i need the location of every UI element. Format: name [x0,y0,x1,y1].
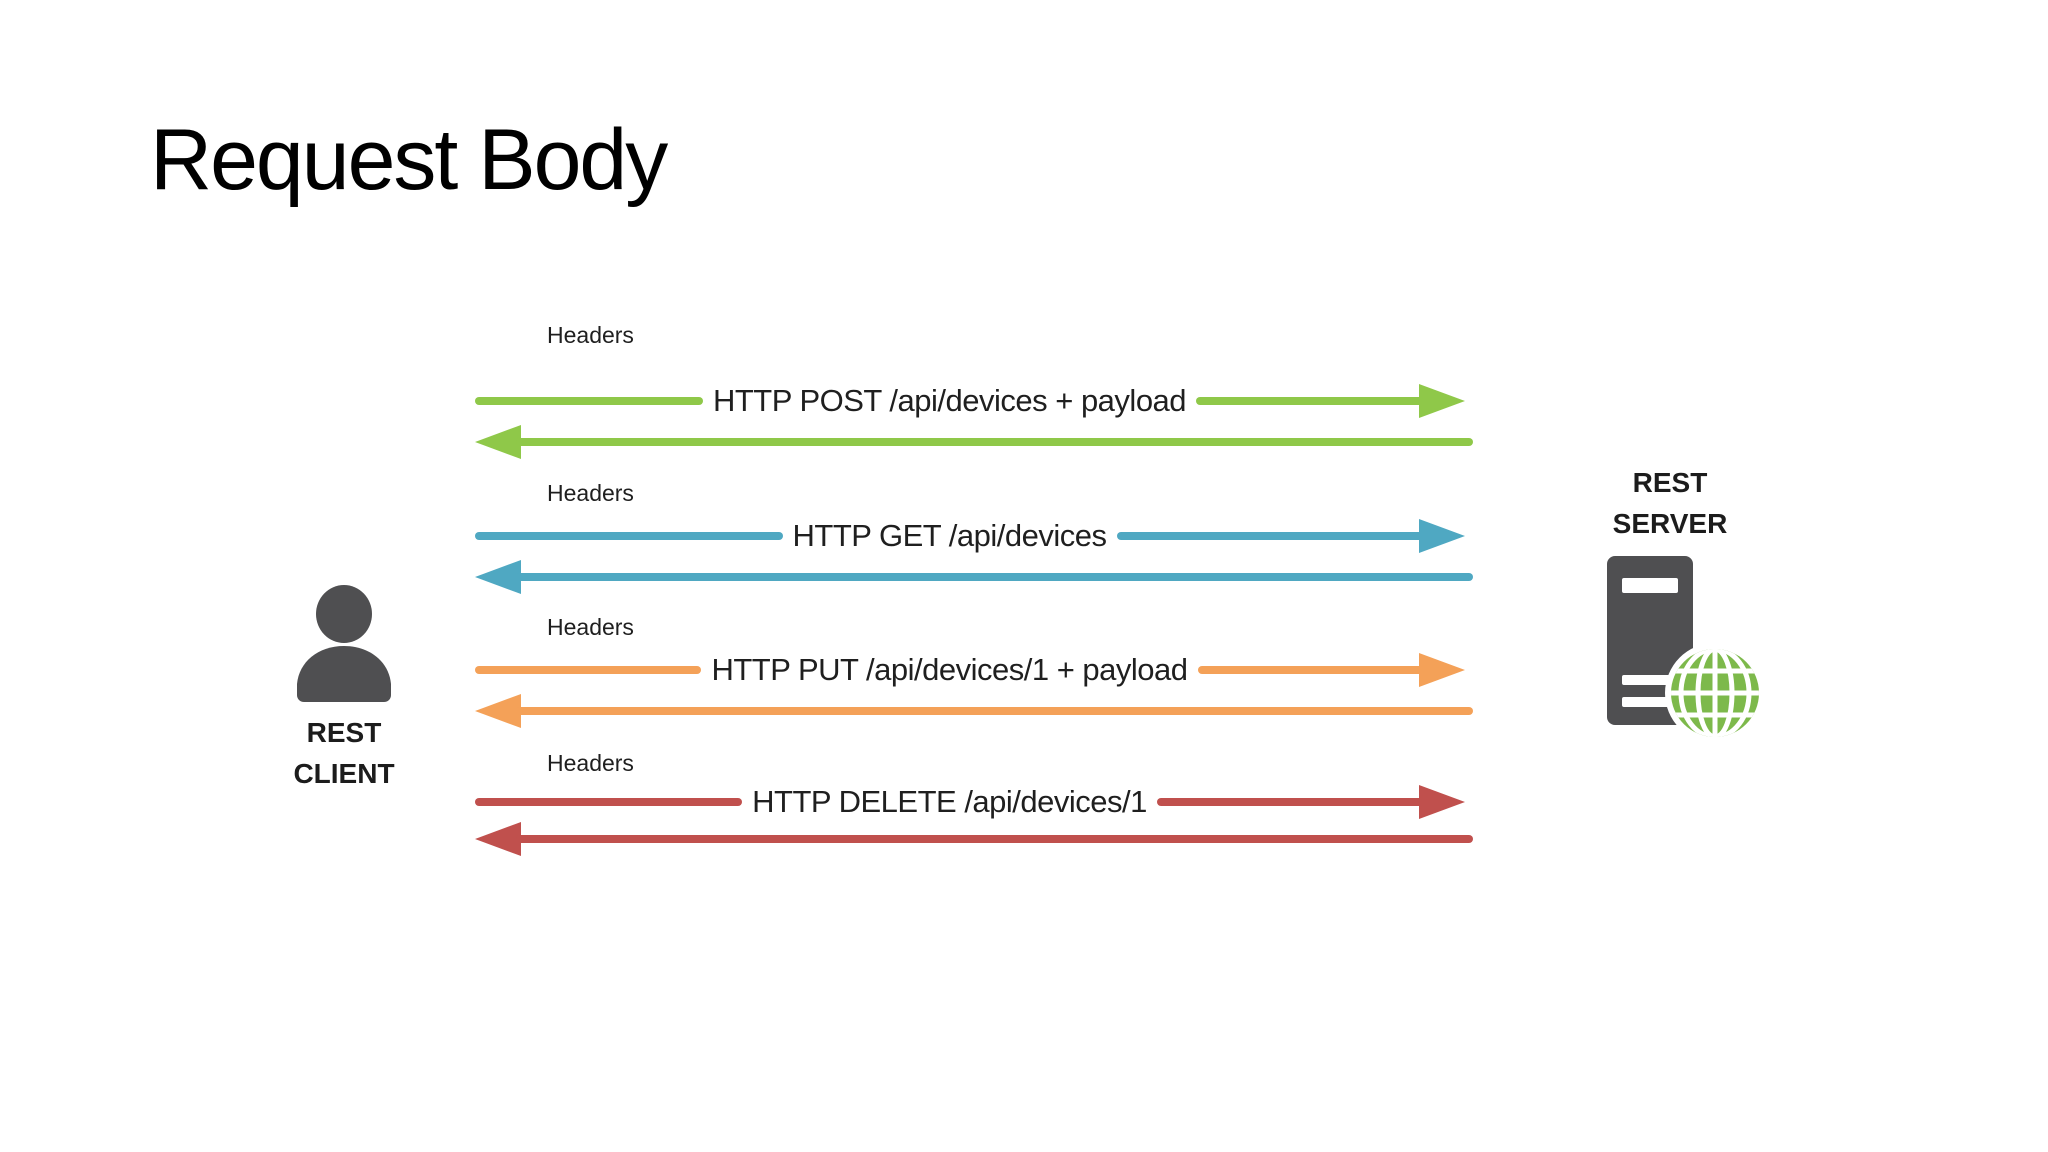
exchange-post: Headers HTTP POST /api/devices + payload [475,320,1473,460]
arrow-line [475,798,743,806]
exchange-delete: Headers HTTP DELETE /api/devices/1 [475,748,1473,857]
arrowhead-left-icon [475,560,521,594]
exchange-get: Headers HTTP GET /api/devices [475,478,1473,595]
response-arrow [475,821,1473,857]
headers-label: Headers [547,614,634,640]
request-text: HTTP DELETE /api/devices/1 [752,784,1147,819]
arrow-line [1156,798,1425,806]
arrow-line [516,835,1473,843]
request-arrow: HTTP PUT /api/devices/1 + payload [475,652,1465,688]
arrowhead-left-icon [475,694,521,728]
headers-label: Headers [547,480,634,506]
server-icon [1607,556,1765,743]
arrow-line [516,438,1473,446]
rest-server: REST SERVER [1580,462,1765,750]
rest-client: REST CLIENT [278,585,410,794]
arrowhead-right-icon [1419,519,1466,553]
arrowhead-left-icon [475,822,521,856]
arrowhead-right-icon [1419,384,1466,418]
request-arrow: HTTP GET /api/devices [475,518,1466,554]
arrowhead-left-icon [475,425,521,459]
request-text: HTTP POST /api/devices + payload [712,383,1187,418]
arrow-line [475,397,703,405]
headers-label: Headers [547,750,634,776]
client-label: REST CLIENT [293,717,395,789]
arrowhead-right-icon [1419,653,1465,687]
request-arrow: HTTP POST /api/devices + payload [475,383,1466,419]
request-text: HTTP PUT /api/devices/1 + payload [711,652,1188,687]
request-response-arrows: Headers HTTP POST /api/devices + payload… [475,300,1473,875]
arrow-line [1197,666,1424,674]
request-arrow: HTTP DELETE /api/devices/1 [475,784,1466,820]
page-title: Request Body [150,112,668,208]
globe-icon [1665,643,1765,743]
arrow-line [475,532,783,540]
server-label: REST SERVER [1612,467,1728,539]
arrow-line [516,707,1473,715]
arrow-line [475,666,702,674]
arrow-line [516,573,1473,581]
arrow-line [1116,532,1425,540]
arrowhead-right-icon [1419,785,1466,819]
request-text: HTTP GET /api/devices [792,518,1107,553]
response-arrow [475,693,1473,729]
headers-label: Headers [547,322,634,348]
arrow-line [1196,397,1425,405]
response-arrow [475,424,1473,460]
person-icon [297,585,391,702]
response-arrow [475,559,1473,595]
exchange-put: Headers HTTP PUT /api/devices/1 + payloa… [475,612,1473,729]
